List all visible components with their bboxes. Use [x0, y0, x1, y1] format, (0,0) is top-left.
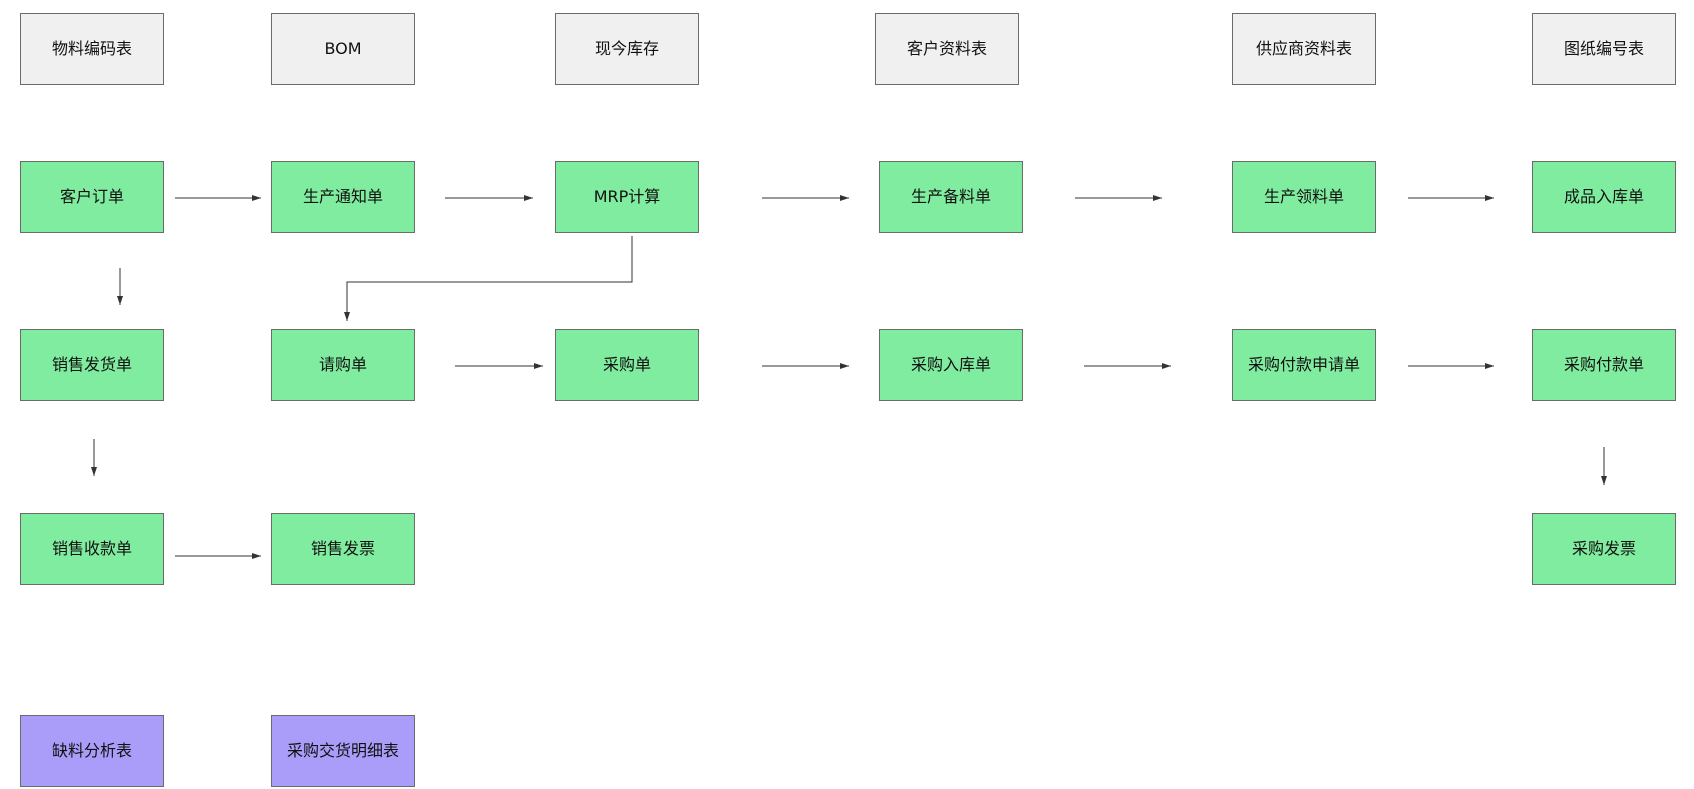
material-codes-node[interactable]: 物料编码表 — [20, 13, 164, 85]
shortage-analysis-node[interactable]: 缺料分析表 — [20, 715, 164, 787]
arrow-mrp-to-purchase-request — [344, 236, 633, 321]
production-pick-node[interactable]: 生产领料单 — [1232, 161, 1376, 233]
customer-info-node[interactable]: 客户资料表 — [875, 13, 1019, 85]
customer-order-node[interactable]: 客户订单 — [20, 161, 164, 233]
production-prep-node[interactable]: 生产备料单 — [879, 161, 1023, 233]
purchase-payment-request-node[interactable]: 采购付款申请单 — [1232, 329, 1376, 401]
purchase-delivery-detail-node[interactable]: 采购交货明细表 — [271, 715, 415, 787]
purchase-invoice-node[interactable]: 采购发票 — [1532, 513, 1676, 585]
finished-goods-receipt-node[interactable]: 成品入库单 — [1532, 161, 1676, 233]
production-notice-node[interactable]: 生产通知单 — [271, 161, 415, 233]
sales-receipt-node[interactable]: 销售收款单 — [20, 513, 164, 585]
supplier-info-node[interactable]: 供应商资料表 — [1232, 13, 1376, 85]
purchase-request-node[interactable]: 请购单 — [271, 329, 415, 401]
mrp-calc-node[interactable]: MRP计算 — [555, 161, 699, 233]
drawing-numbers-node[interactable]: 图纸编号表 — [1532, 13, 1676, 85]
purchase-payment-node[interactable]: 采购付款单 — [1532, 329, 1676, 401]
sales-invoice-node[interactable]: 销售发票 — [271, 513, 415, 585]
sales-delivery-node[interactable]: 销售发货单 — [20, 329, 164, 401]
purchase-order-node[interactable]: 采购单 — [555, 329, 699, 401]
current-stock-node[interactable]: 现今库存 — [555, 13, 699, 85]
purchase-receipt-node[interactable]: 采购入库单 — [879, 329, 1023, 401]
bom-node[interactable]: BOM — [271, 13, 415, 85]
